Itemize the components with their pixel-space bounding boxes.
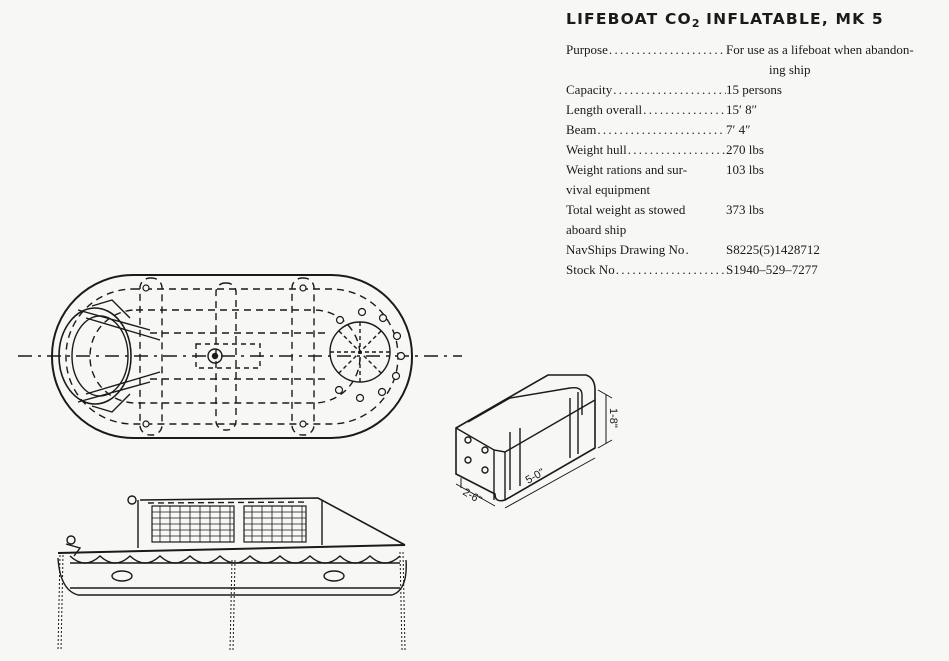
document-title: LIFEBOAT CO2 INFLATABLE, MK 5 — [566, 10, 884, 30]
spec-row-total-weight: Total weight as stowed aboard ship 373 l… — [566, 200, 941, 240]
spec-label: Total weight as stowed — [566, 202, 686, 217]
spec-value: 7′ 4″ — [726, 122, 751, 137]
spec-label: vival equipment — [566, 182, 651, 197]
spec-value: 15′ 8″ — [726, 102, 758, 117]
dimension-length-label: 5-0" — [524, 466, 547, 486]
spec-row-purpose: Purpose.......................... For us… — [566, 40, 941, 80]
spec-label: Weight rations and sur- — [566, 162, 688, 177]
spec-label: Purpose — [566, 42, 608, 57]
spec-label: Capacity — [566, 82, 613, 97]
spec-value: 103 lbs — [726, 162, 764, 177]
spec-label: Length overall — [566, 102, 643, 117]
spec-label: Beam — [566, 122, 597, 137]
plan-view-drawing — [18, 274, 462, 439]
spec-value: S1940–529–7277 — [726, 262, 818, 277]
dimension-height-label: 1-8" — [607, 408, 619, 428]
stowed-container-drawing — [455, 374, 613, 509]
spec-value: For use as a lifeboat when abandon- ing … — [726, 42, 914, 77]
spec-row-capacity: Capacity.......................... 15 pe… — [566, 80, 941, 100]
spec-table: Purpose.......................... For us… — [566, 40, 941, 280]
spec-label: aboard ship — [566, 222, 627, 237]
dimension-width-label: 2-6" — [461, 486, 484, 506]
spec-row-length: Length overall..........................… — [566, 100, 941, 120]
spec-row-weight-hull: Weight hull.......................... 27… — [566, 140, 941, 160]
spec-label: Weight hull — [566, 142, 627, 157]
spec-row-weight-rations: Weight rations and sur- vival equipment … — [566, 160, 941, 200]
spec-row-stock-no: Stock No.......................... S1940… — [566, 260, 941, 280]
spec-value: 15 persons — [726, 82, 782, 97]
spec-label: NavShips Drawing No — [566, 242, 685, 257]
side-view-drawing — [57, 495, 407, 651]
spec-label: Stock No — [566, 262, 615, 277]
spec-value: 373 lbs — [726, 202, 764, 217]
spec-row-drawing-no: NavShips Drawing No . S8225(5)1428712 — [566, 240, 941, 260]
spec-row-beam: Beam.......................... 7′ 4″ — [566, 120, 941, 140]
spec-value: S8225(5)1428712 — [726, 242, 820, 257]
spec-value: 270 lbs — [726, 142, 764, 157]
